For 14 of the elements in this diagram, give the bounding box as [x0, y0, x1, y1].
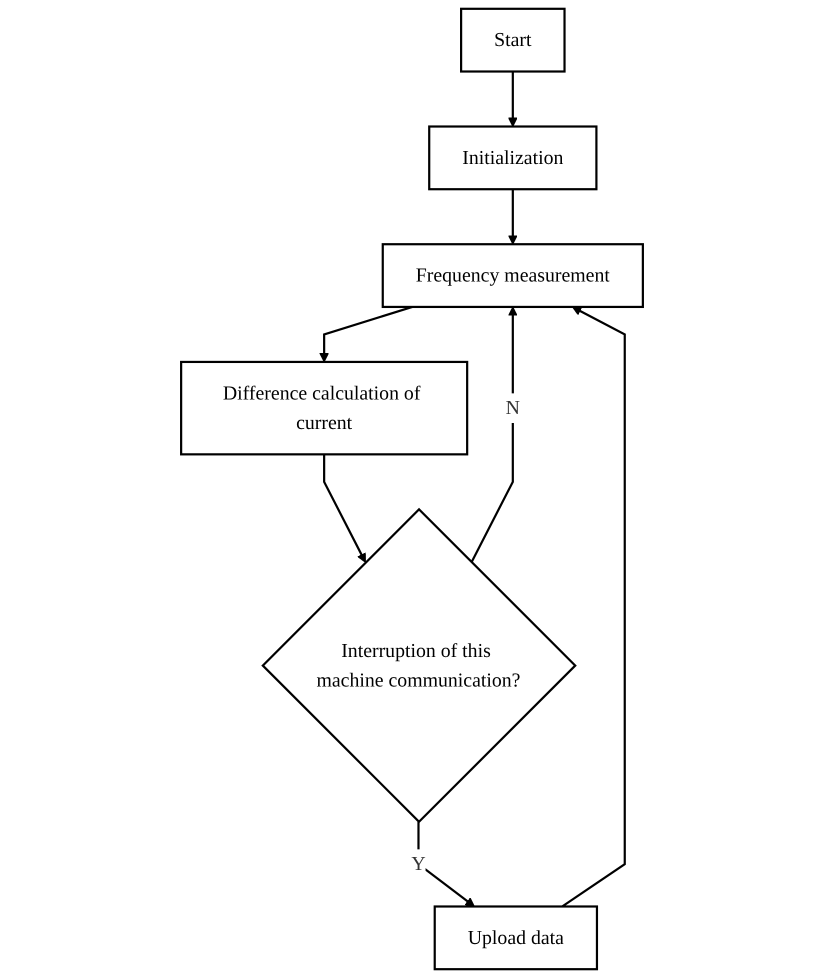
node-box: Initialization	[428, 125, 598, 190]
edge-label: N	[506, 396, 520, 419]
arrow	[508, 189, 518, 245]
node-diamond: Interruption of this machine communication?	[261, 508, 577, 824]
node-box: Difference calculation of current	[180, 360, 468, 456]
edge-label: Y	[411, 852, 426, 875]
node-box: Start	[460, 8, 566, 73]
arrow	[508, 72, 518, 127]
arrow	[319, 306, 413, 362]
arrow	[323, 454, 366, 563]
node-box: Upload data	[434, 905, 598, 970]
arrow	[470, 306, 518, 563]
arrow	[562, 306, 626, 908]
node-box: Frequency measurement	[382, 243, 644, 308]
